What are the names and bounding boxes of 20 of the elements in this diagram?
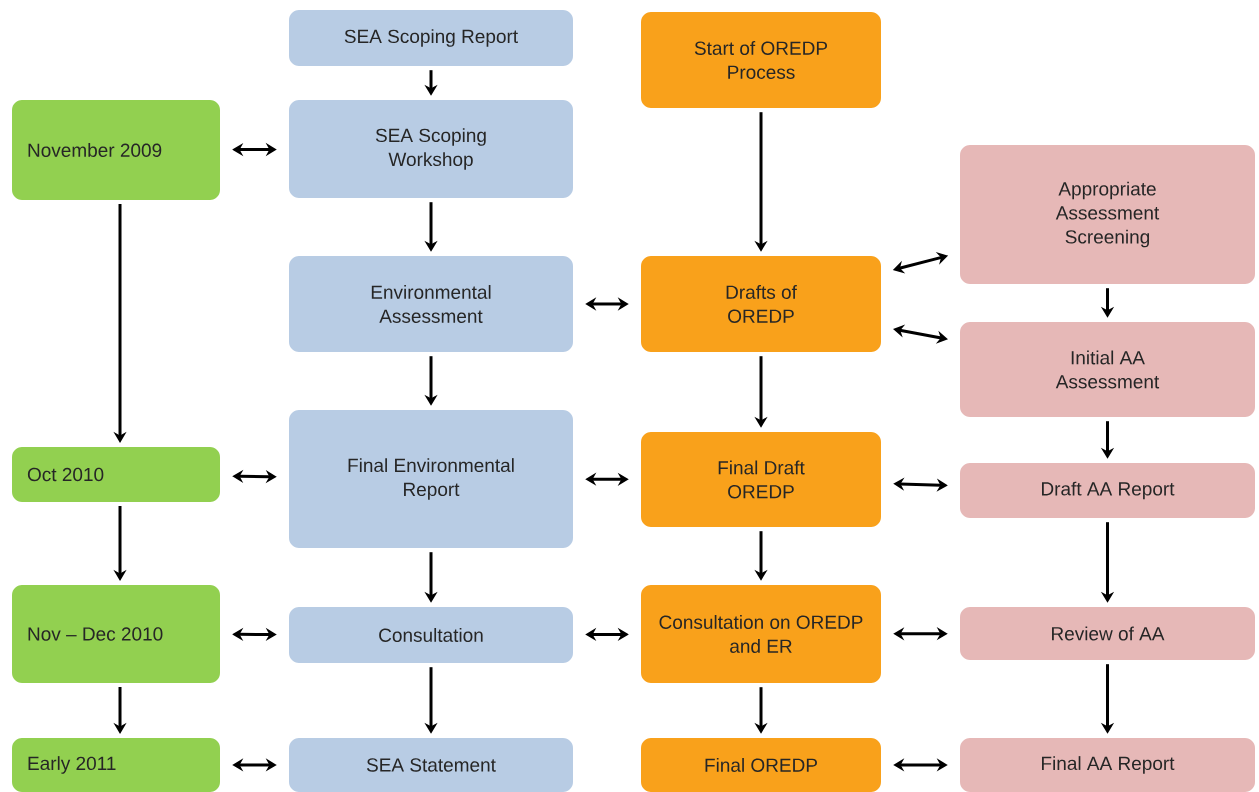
- stage-box: Consultation: [289, 607, 573, 663]
- plan-box: Final OREDP: [641, 738, 881, 792]
- plan-box: Start of OREDP Process: [641, 12, 881, 108]
- stage-box: SEA Statement: [289, 738, 573, 792]
- assessment-box: Review of AA: [960, 607, 1255, 660]
- assessment-box: Draft AA Report: [960, 463, 1255, 518]
- date-box: Early 2011: [12, 738, 220, 792]
- assessment-box: Initial AA Assessment: [960, 322, 1255, 417]
- date-box: November 2009: [12, 100, 220, 200]
- stage-box: SEA Scoping Report: [289, 10, 573, 66]
- plan-box: Drafts of OREDP: [641, 256, 881, 352]
- assessment-box: Appropriate Assessment Screening: [960, 145, 1255, 284]
- stage-box: SEA Scoping Workshop: [289, 100, 573, 198]
- stage-box: Environmental Assessment: [289, 256, 573, 352]
- assessment-box: Final AA Report: [960, 738, 1255, 792]
- stage-box: Final Environmental Report: [289, 410, 573, 548]
- date-box: Nov – Dec 2010: [12, 585, 220, 683]
- date-box: Oct 2010: [12, 447, 220, 502]
- plan-box: Final Draft OREDP: [641, 432, 881, 527]
- plan-box: Consultation on OREDP and ER: [641, 585, 881, 683]
